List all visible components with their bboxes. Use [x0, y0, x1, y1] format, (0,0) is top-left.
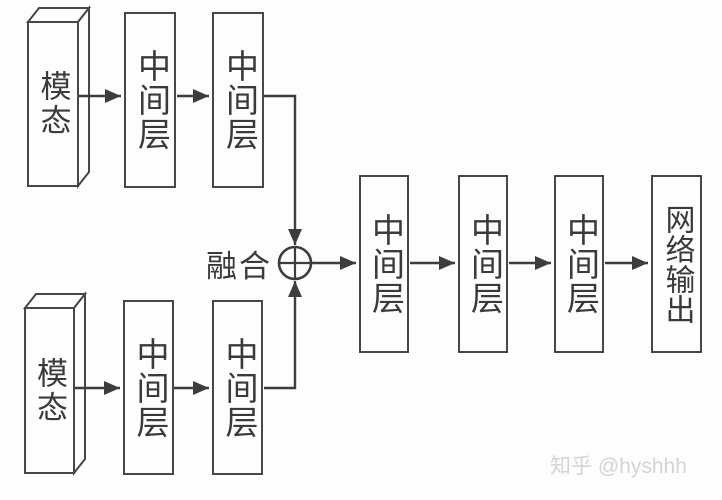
modality-front-face	[24, 307, 75, 474]
modality-bottom-label: 模态	[32, 356, 67, 425]
modality-right-face	[73, 291, 86, 476]
main-chain-layer-1-box: 中间层	[359, 175, 409, 353]
top-branch-layer-2-label: 中间层	[220, 49, 257, 151]
modality-bottom-3d-box	[22, 291, 88, 476]
modality-front-face	[27, 21, 79, 187]
main-chain-layer-1-label: 中间层	[366, 213, 403, 315]
bottom-branch-layer-2-box: 中间层	[212, 300, 263, 475]
top-branch-layer-1-box: 中间层	[124, 12, 176, 188]
fusion-label: 融合	[206, 248, 272, 284]
fusion-circle-plus-icon	[277, 245, 313, 281]
bottom-branch-layer-1-box: 中间层	[123, 300, 174, 475]
network-output-box: 网络输出	[651, 175, 702, 353]
main-chain-layer-3-box: 中间层	[554, 175, 604, 353]
bottom-branch-layer-1-label: 中间层	[131, 336, 167, 439]
bottom-branch-layer-2-label: 中间层	[220, 336, 256, 439]
top-branch-layer-1-label: 中间层	[132, 49, 169, 151]
connector-bottom-branch-to-fusion	[264, 281, 302, 390]
main-chain-layer-2-label: 中间层	[465, 213, 502, 315]
modality-top-label: 模态	[35, 70, 71, 138]
top-branch-layer-2-box: 中间层	[212, 12, 264, 188]
modality-bottom-box: 模态	[25, 308, 74, 473]
zhihu-watermark: 知乎 @hyshhh	[550, 455, 687, 478]
main-chain-layer-3-label: 中间层	[561, 213, 598, 315]
connector-top-branch-to-fusion	[264, 94, 302, 245]
modality-top-box: 模态	[28, 22, 78, 186]
network-output-label: 网络输出	[660, 204, 694, 324]
modality-top-3d-box	[25, 5, 92, 189]
main-chain-layer-2-box: 中间层	[458, 175, 508, 353]
